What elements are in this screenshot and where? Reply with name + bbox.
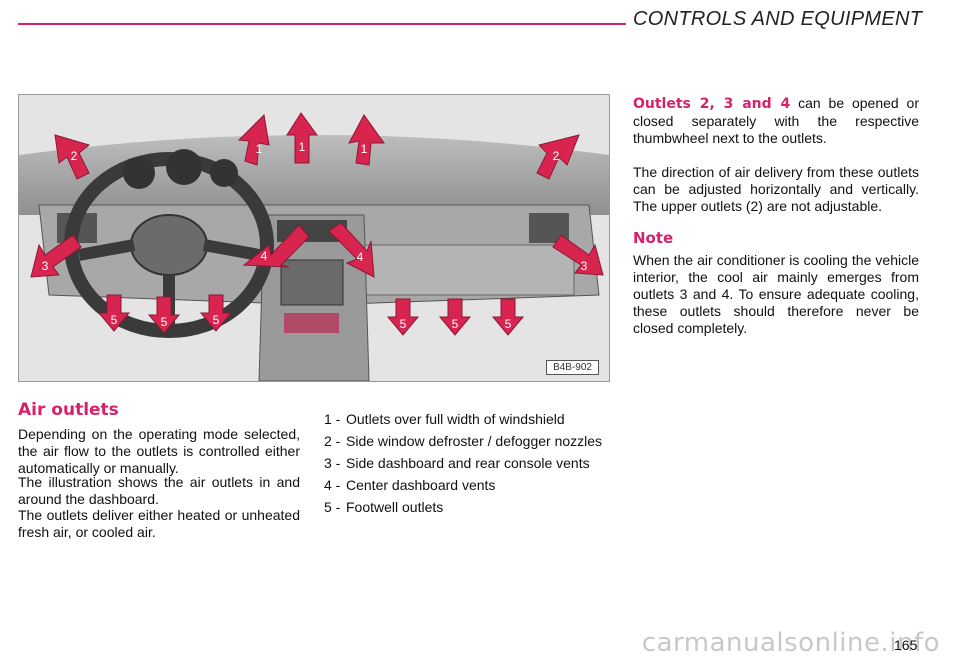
page-number: 165 bbox=[894, 637, 918, 653]
arrow-1-right bbox=[348, 114, 385, 166]
legend-number: 4 - bbox=[324, 477, 341, 493]
outlets-text: can be opened or closed separately with … bbox=[633, 95, 920, 146]
arrow-3-left bbox=[30, 234, 82, 278]
outlet-legend: 1 - Outlets over full width of windshiel… bbox=[324, 411, 609, 521]
marker-5-2: 5 bbox=[161, 315, 168, 329]
note-paragraph: When the air conditioner is cooling the … bbox=[633, 252, 919, 336]
legend-text: Footwell outlets bbox=[346, 499, 444, 515]
marker-1-right: 1 bbox=[361, 142, 368, 156]
marker-5-5: 5 bbox=[452, 317, 459, 331]
section-heading: Air outlets bbox=[18, 400, 119, 420]
arrow-5-1 bbox=[97, 294, 131, 332]
legend-number: 5 - bbox=[324, 499, 341, 515]
arrow-5-5 bbox=[438, 298, 472, 336]
arrow-5-4 bbox=[386, 298, 420, 336]
arrow-2-left bbox=[54, 134, 91, 180]
marker-1-left: 1 bbox=[256, 142, 263, 156]
outlets-paragraph: Outlets 2, 3 and 4 can be opened or clos… bbox=[633, 95, 919, 147]
legend-item: 2 - Side window defroster / defogger noz… bbox=[324, 433, 609, 450]
marker-2-right: 2 bbox=[553, 149, 560, 163]
arrow-4-left bbox=[242, 224, 310, 268]
marker-4-left: 4 bbox=[261, 249, 268, 263]
arrow-1-left bbox=[237, 113, 270, 166]
direction-paragraph: The direction of air delivery from these… bbox=[633, 164, 919, 214]
marker-5-3: 5 bbox=[213, 313, 220, 327]
legend-number: 1 - bbox=[324, 411, 341, 427]
figure-code: B4B-902 bbox=[546, 360, 599, 375]
marker-3-left: 3 bbox=[42, 259, 49, 273]
header-rule bbox=[18, 23, 626, 25]
legend-item: 5 - Footwell outlets bbox=[324, 499, 609, 516]
legend-number: 3 - bbox=[324, 455, 341, 471]
legend-text: Side dashboard and rear console vents bbox=[346, 455, 590, 471]
marker-4-right: 4 bbox=[357, 250, 364, 264]
arrow-4-right bbox=[328, 222, 375, 278]
legend-text: Side window defroster / defogger nozzles bbox=[346, 433, 603, 449]
legend-number: 2 - bbox=[324, 433, 341, 449]
note-heading: Note bbox=[633, 229, 674, 247]
arrow-5-6 bbox=[491, 298, 525, 336]
illustration-paragraph: The illustration shows the air outlets i… bbox=[18, 474, 300, 507]
legend-item: 3 - Side dashboard and rear console vent… bbox=[324, 455, 609, 472]
page-header-title: CONTROLS AND EQUIPMENT bbox=[633, 8, 923, 30]
watermark: carmanualsonline.info bbox=[641, 628, 940, 658]
arrow-2-right bbox=[536, 134, 580, 180]
intro-paragraph: Depending on the operating mode selected… bbox=[18, 426, 300, 476]
air-delivery-paragraph: The outlets deliver either heated or unh… bbox=[18, 507, 300, 540]
legend-item: 4 - Center dashboard vents bbox=[324, 477, 609, 494]
arrow-1-center bbox=[286, 112, 318, 164]
marker-3-right: 3 bbox=[581, 259, 588, 273]
dashboard-drawing: 1 1 1 2 2 3 3 4 4 5 5 5 5 5 5 bbox=[19, 95, 609, 381]
legend-text: Outlets over full width of windshield bbox=[346, 411, 565, 427]
marker-2-left: 2 bbox=[71, 149, 78, 163]
marker-5-4: 5 bbox=[400, 317, 407, 331]
dashboard-illustration: 1 1 1 2 2 3 3 4 4 5 5 5 5 5 5 B4B-902 bbox=[18, 94, 610, 382]
marker-5-1: 5 bbox=[111, 313, 118, 327]
marker-5-6: 5 bbox=[505, 317, 512, 331]
arrow-3-right bbox=[552, 234, 604, 276]
arrow-5-3 bbox=[199, 294, 233, 332]
legend-text: Center dashboard vents bbox=[346, 477, 496, 493]
legend-item: 1 - Outlets over full width of windshiel… bbox=[324, 411, 609, 428]
marker-1-center: 1 bbox=[299, 140, 306, 154]
outlets-lead: Outlets 2, 3 and 4 bbox=[633, 96, 791, 112]
arrow-5-2 bbox=[147, 296, 181, 334]
